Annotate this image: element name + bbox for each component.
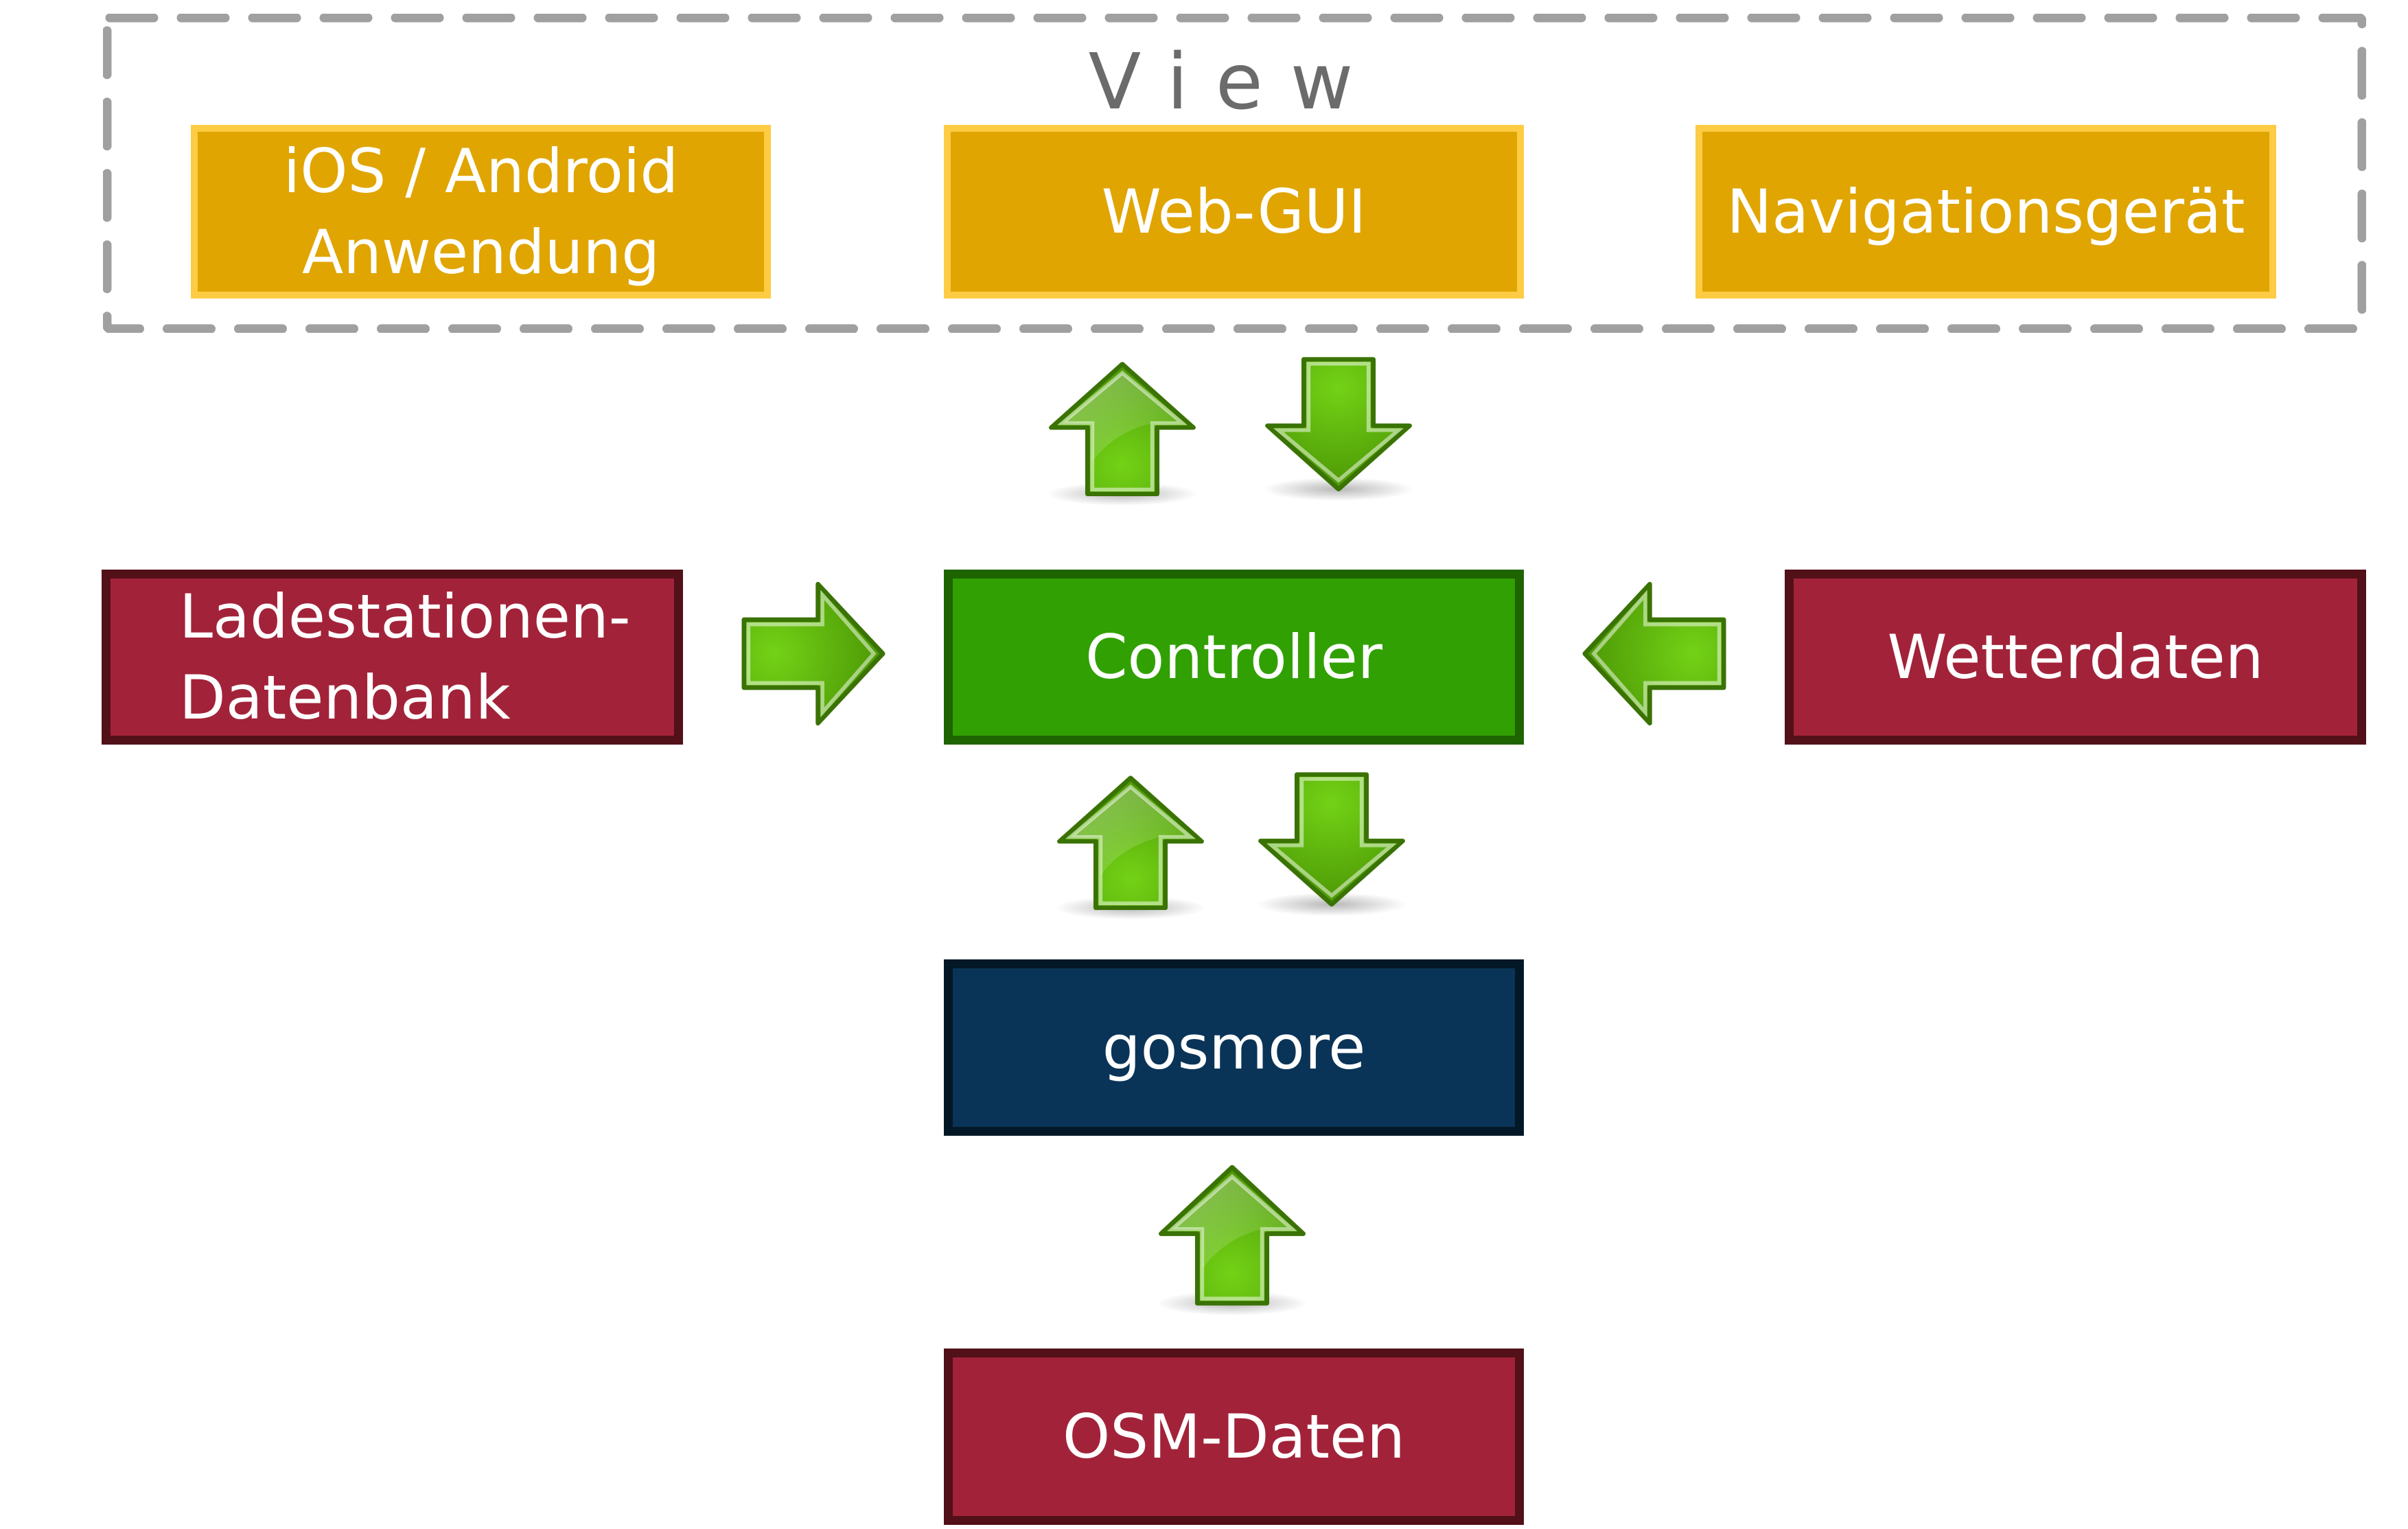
component-label-line: iOS / Android [283,135,679,207]
arrow-right-ladestationen-to-controller-icon [741,581,885,726]
component-web-gui[interactable]: Web-GUI [944,125,1524,299]
component-label: OSM-Daten [1063,1401,1405,1472]
view-group-title: View [1088,38,1381,127]
component-label: Controller [1085,621,1382,692]
arrow-up-osm-to-gosmore-icon [1153,1161,1311,1316]
component-ladestationen-datenbank[interactable]: Ladestationen- Datenbank [102,570,683,745]
component-controller[interactable]: Controller [944,570,1524,745]
component-gosmore[interactable]: gosmore [944,959,1524,1136]
arrow-up-gosmore-to-controller-icon [1052,772,1209,920]
arrow-down-controller-to-gosmore-icon [1255,772,1408,916]
arrow-down-view-to-controller-icon [1262,357,1415,501]
view-group-dashed-border [103,14,2366,333]
component-label: Wetterdaten [1887,621,2264,692]
component-osm-daten[interactable]: OSM-Daten [944,1349,1524,1525]
component-wetterdaten[interactable]: Wetterdaten [1785,570,2366,745]
component-label-line: Datenbank [179,662,511,733]
view-group: View [103,14,2366,333]
component-ios-android-app[interactable]: iOS / Android Anwendung [191,125,771,299]
arrow-left-wetterdaten-to-controller-icon [1582,581,1726,726]
component-label-line: Ladestationen- [179,581,631,652]
component-label-line: Anwendung [301,216,660,288]
component-label: Navigationsgerät [1726,176,2245,247]
component-navigationsgeraet[interactable]: Navigationsgerät [1695,125,2276,299]
arrow-up-controller-to-view-icon [1043,358,1201,506]
component-label: Web-GUI [1101,176,1367,247]
component-label: gosmore [1102,1012,1366,1083]
